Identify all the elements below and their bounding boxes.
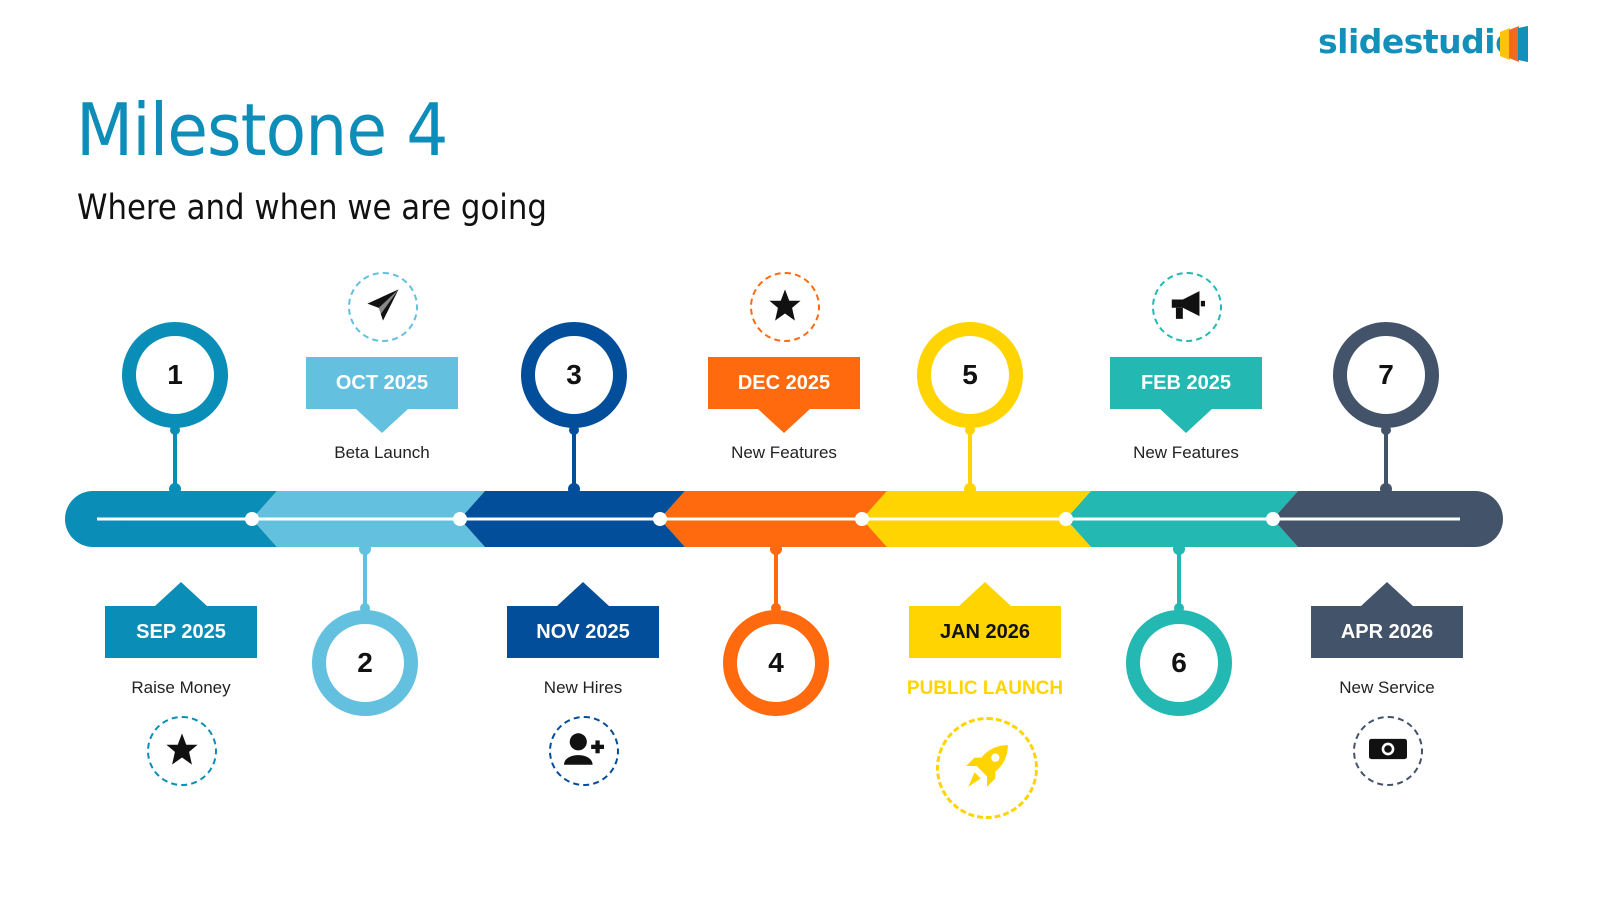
timeline-node [245,512,259,526]
megaphone-icon [1169,289,1205,326]
milestone-icon-ring [936,717,1038,819]
milestone-icon-ring [549,716,619,786]
milestone-number-circle: 7 [1333,322,1439,428]
milestone-date-box: APR 2026 [1311,582,1463,658]
milestone-number: 5 [962,359,978,390]
milestone-date: NOV 2025 [536,620,630,643]
milestone-caption: New Features [1133,443,1239,462]
milestone-icon-ring [750,272,820,342]
milestone-date: OCT 2025 [335,371,429,394]
stem-dot [1380,483,1392,495]
page-title: Milestone 4 [76,88,448,172]
user-plus-icon [564,731,604,772]
milestone-number: 4 [768,647,784,678]
milestone-date: JAN 2026 [939,620,1031,643]
star-icon [768,288,802,327]
milestone-icon-ring [348,272,418,342]
timeline-node [1059,512,1073,526]
timeline-cap-left [65,491,121,547]
milestone-date-box: JAN 2026 [909,582,1061,658]
milestone-date-box: FEB 2025 [1110,357,1262,433]
timeline-cap-right [1447,491,1503,547]
milestone-date: DEC 2025 [737,371,831,394]
milestone-number: 2 [357,647,373,678]
milestone-number: 1 [167,359,183,390]
milestone-caption: New Hires [543,678,623,697]
milestone-number-circle: 4 [723,610,829,716]
timeline-node [1266,512,1280,526]
milestone-date-box: SEP 2025 [105,582,257,658]
stem-dot [169,483,181,495]
milestone-number-circle: 1 [122,322,228,428]
rocket-icon [962,741,1012,796]
milestone-date: FEB 2025 [1140,371,1232,394]
milestone-number: 7 [1378,359,1394,390]
milestone-number: 6 [1171,647,1187,678]
logo-mark-icon [1500,26,1528,62]
timeline-node [855,512,869,526]
milestone-number: 3 [566,359,582,390]
milestone-date-box: OCT 2025 [306,357,458,433]
milestone-date: APR 2026 [1340,620,1434,643]
milestone-number-circle: 5 [917,322,1023,428]
logo: slidestudio [1318,22,1518,61]
stem-dot [964,483,976,495]
timeline-node [453,512,467,526]
milestone-caption: New Features [731,443,837,462]
money-icon [1369,736,1407,767]
stem-dot [1173,543,1185,555]
stem-dot [568,483,580,495]
milestone-caption: Raise Money [131,678,231,697]
page-subtitle: Where and when we are going [77,188,547,228]
milestone-number-circle: 3 [521,322,627,428]
milestone-date: SEP 2025 [136,620,226,643]
stem-dot [359,543,371,555]
milestone-caption: Beta Launch [334,443,430,462]
milestone-icon-ring [1353,716,1423,786]
star-icon [165,732,199,771]
milestone-caption: PUBLIC LAUNCH [906,678,1064,699]
milestone-date-box: NOV 2025 [507,582,659,658]
paper-plane-icon [366,288,400,327]
milestone-icon-ring [1152,272,1222,342]
milestone-date-box: DEC 2025 [708,357,860,433]
milestone-number-circle: 6 [1126,610,1232,716]
milestone-icon-ring [147,716,217,786]
milestone-caption: New Service [1339,678,1435,697]
milestone-number-circle: 2 [312,610,418,716]
stem-dot [770,543,782,555]
timeline-node [653,512,667,526]
